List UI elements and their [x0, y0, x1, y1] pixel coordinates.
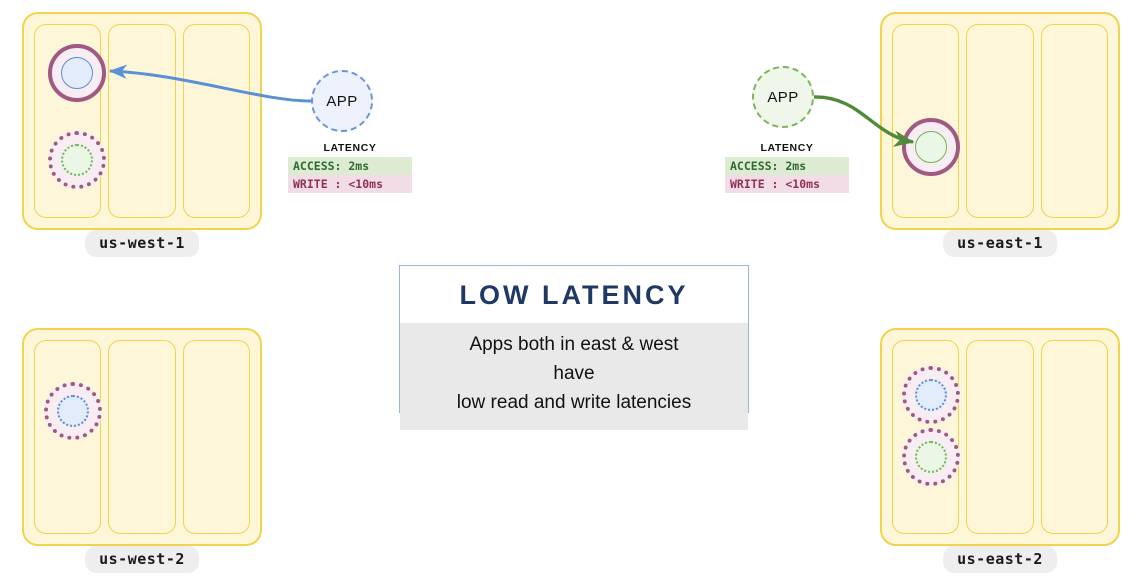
az-column-3 [1040, 340, 1108, 534]
region-us-east-1[interactable] [880, 12, 1120, 230]
replica-secondary-blue[interactable] [44, 382, 102, 440]
app-node-west[interactable]: APP [311, 70, 373, 132]
latency-write-row: WRITE : <10ms [725, 175, 849, 193]
info-card-line-2: have [553, 362, 595, 384]
region-label-us-west-1: us-west-1 [85, 230, 199, 257]
info-card-title: LOW LATENCY [400, 266, 748, 323]
replica-secondary-green[interactable] [48, 131, 106, 189]
replica-primary-green[interactable] [902, 118, 960, 176]
az-column-2 [966, 340, 1034, 534]
region-us-west-1[interactable] [22, 12, 262, 230]
az-column-group [34, 340, 250, 534]
latency-write-row: WRITE : <10ms [288, 175, 412, 193]
az-column-2 [108, 24, 176, 218]
region-label-us-east-1: us-east-1 [943, 230, 1057, 257]
latency-block-west: LATENCY ACCESS: 2ms WRITE : <10ms [288, 142, 412, 193]
az-column-3 [182, 24, 250, 218]
app-node-west-label: APP [326, 92, 358, 110]
info-card-line-3: low read and write latencies [456, 391, 692, 413]
app-node-east[interactable]: APP [752, 66, 814, 128]
replica-core-green [915, 441, 947, 473]
latency-title: LATENCY [323, 142, 377, 154]
replica-secondary-blue[interactable] [902, 366, 960, 424]
az-column-2 [966, 24, 1034, 218]
info-card-body: Apps both in east & west have low read a… [400, 323, 748, 430]
replica-core-blue [915, 379, 947, 411]
latency-access-row: ACCESS: 2ms [288, 157, 412, 175]
latency-block-east: LATENCY ACCESS: 2ms WRITE : <10ms [725, 142, 849, 193]
info-card: LOW LATENCY Apps both in east & west hav… [399, 265, 749, 430]
az-column-3 [182, 340, 250, 534]
replica-core-green [915, 131, 947, 163]
az-column-3 [1040, 24, 1108, 218]
latency-access-row: ACCESS: 2ms [725, 157, 849, 175]
replica-core-green [61, 144, 93, 176]
region-us-west-2[interactable] [22, 328, 262, 546]
replica-core-blue [61, 57, 93, 89]
az-column-2 [108, 340, 176, 534]
latency-title: LATENCY [760, 142, 814, 154]
region-label-us-east-2: us-east-2 [943, 546, 1057, 573]
replica-primary-blue[interactable] [48, 44, 106, 102]
replica-secondary-green[interactable] [902, 428, 960, 486]
region-us-east-2[interactable] [880, 328, 1120, 546]
replica-core-blue [57, 395, 89, 427]
region-label-us-west-2: us-west-2 [85, 546, 199, 573]
app-node-east-label: APP [767, 88, 799, 106]
info-card-line-1: Apps both in east & west [469, 334, 679, 355]
